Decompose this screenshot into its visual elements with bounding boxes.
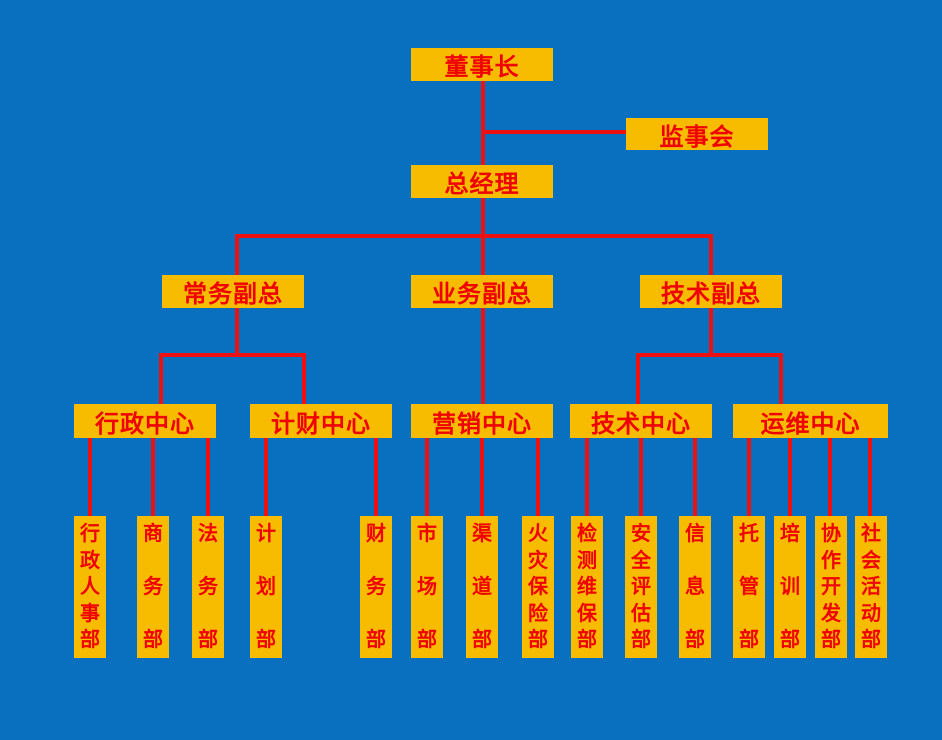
connector-marketing-depts: [425, 436, 540, 519]
dept-box: 财 务 部: [360, 516, 392, 658]
dept-char: 政: [80, 547, 100, 572]
dept-box: 托 管 部: [733, 516, 765, 658]
dept-box: 培 训 部: [774, 516, 806, 658]
dept-char: 作: [821, 547, 841, 572]
dept-char: 行: [80, 521, 100, 545]
dept-char: 道: [472, 574, 492, 598]
node-vp-executive: 常务副总: [162, 275, 304, 308]
dept-char: 动: [861, 600, 881, 625]
dept-box: 协 作 开 发 部: [815, 516, 847, 658]
dept-box: 火 灾 保 险 部: [522, 516, 554, 658]
dept-box: 计 划 部: [250, 516, 282, 658]
dept-char: 测: [577, 547, 597, 572]
dept-char: 部: [256, 627, 276, 651]
dept-char: 事: [80, 600, 100, 625]
dept-char: 市: [417, 521, 437, 545]
dept-char: 会: [861, 547, 881, 572]
node-center-ops: 运维中心: [733, 404, 888, 438]
dept-char: 计: [256, 521, 276, 545]
dept-char: 部: [631, 627, 651, 651]
node-center-admin: 行政中心: [74, 404, 216, 438]
node-center-finance: 计财中心: [250, 404, 392, 438]
dept-char: 估: [631, 600, 651, 625]
dept-char: 险: [528, 600, 548, 625]
dept-char: 社: [861, 521, 881, 545]
dept-char: 渠: [472, 521, 492, 545]
dept-char: 商: [143, 521, 163, 545]
node-vp-technical: 技术副总: [640, 275, 782, 308]
dept-box: 行 政 人 事 部: [74, 516, 106, 658]
dept-char: 全: [631, 547, 651, 572]
connector-admin-depts: [88, 436, 210, 519]
dept-char: 保: [577, 600, 597, 625]
dept-char: 划: [256, 574, 276, 598]
dept-char: 部: [780, 627, 800, 651]
dept-box: 商 务 部: [137, 516, 169, 658]
dept-char: 开: [821, 574, 841, 598]
connector-tech-depts: [585, 436, 697, 519]
dept-char: 灾: [528, 547, 548, 572]
dept-char: 评: [631, 574, 651, 598]
dept-char: 信: [685, 521, 705, 545]
node-supervisors: 监事会: [626, 118, 768, 151]
dept-char: 训: [780, 574, 800, 598]
dept-box: 社 会 活 动 部: [855, 516, 887, 658]
dept-char: 财: [366, 521, 386, 545]
connector-finance-depts: [264, 436, 378, 519]
dept-char: 法: [198, 521, 218, 545]
dept-char: 务: [198, 574, 218, 598]
node-vp-business: 业务副总: [411, 275, 553, 308]
dept-box: 检 测 维 保 部: [571, 516, 603, 658]
connector-tech-centers: [636, 305, 783, 406]
node-center-tech: 技术中心: [570, 404, 712, 438]
dept-char: 火: [528, 521, 548, 545]
dept-char: 检: [577, 521, 597, 545]
dept-char: 部: [821, 627, 841, 651]
dept-char: 务: [366, 574, 386, 598]
dept-char: 管: [739, 574, 759, 598]
dept-box: 渠 道 部: [466, 516, 498, 658]
dept-char: 部: [861, 627, 881, 651]
dept-box: 安 全 评 估 部: [625, 516, 657, 658]
dept-box: 信 息 部: [679, 516, 711, 658]
dept-char: 部: [528, 627, 548, 651]
dept-char: 培: [780, 521, 800, 545]
dept-char: 安: [631, 521, 651, 545]
dept-char: 务: [143, 574, 163, 598]
dept-char: 部: [577, 627, 597, 651]
dept-char: 保: [528, 574, 548, 598]
dept-box: 市 场 部: [411, 516, 443, 658]
connector-exec-centers: [159, 305, 306, 406]
dept-char: 部: [198, 627, 218, 651]
connector-ops-depts: [747, 436, 872, 519]
dept-char: 托: [739, 521, 759, 545]
dept-char: 部: [417, 627, 437, 651]
node-general-manager: 总经理: [411, 165, 553, 198]
node-chairman: 董事长: [411, 48, 553, 81]
dept-char: 发: [821, 600, 841, 625]
dept-char: 部: [143, 627, 163, 651]
dept-box: 法 务 部: [192, 516, 224, 658]
dept-char: 活: [861, 574, 881, 598]
dept-char: 息: [685, 574, 705, 598]
dept-char: 部: [472, 627, 492, 651]
dept-char: 场: [417, 574, 437, 598]
dept-char: 协: [821, 521, 841, 545]
dept-char: 人: [80, 574, 100, 598]
node-center-marketing: 营销中心: [411, 404, 553, 438]
dept-char: 部: [685, 627, 705, 651]
dept-char: 部: [80, 627, 100, 651]
dept-char: 部: [739, 627, 759, 651]
dept-char: 维: [577, 574, 597, 598]
dept-char: 部: [366, 627, 386, 651]
